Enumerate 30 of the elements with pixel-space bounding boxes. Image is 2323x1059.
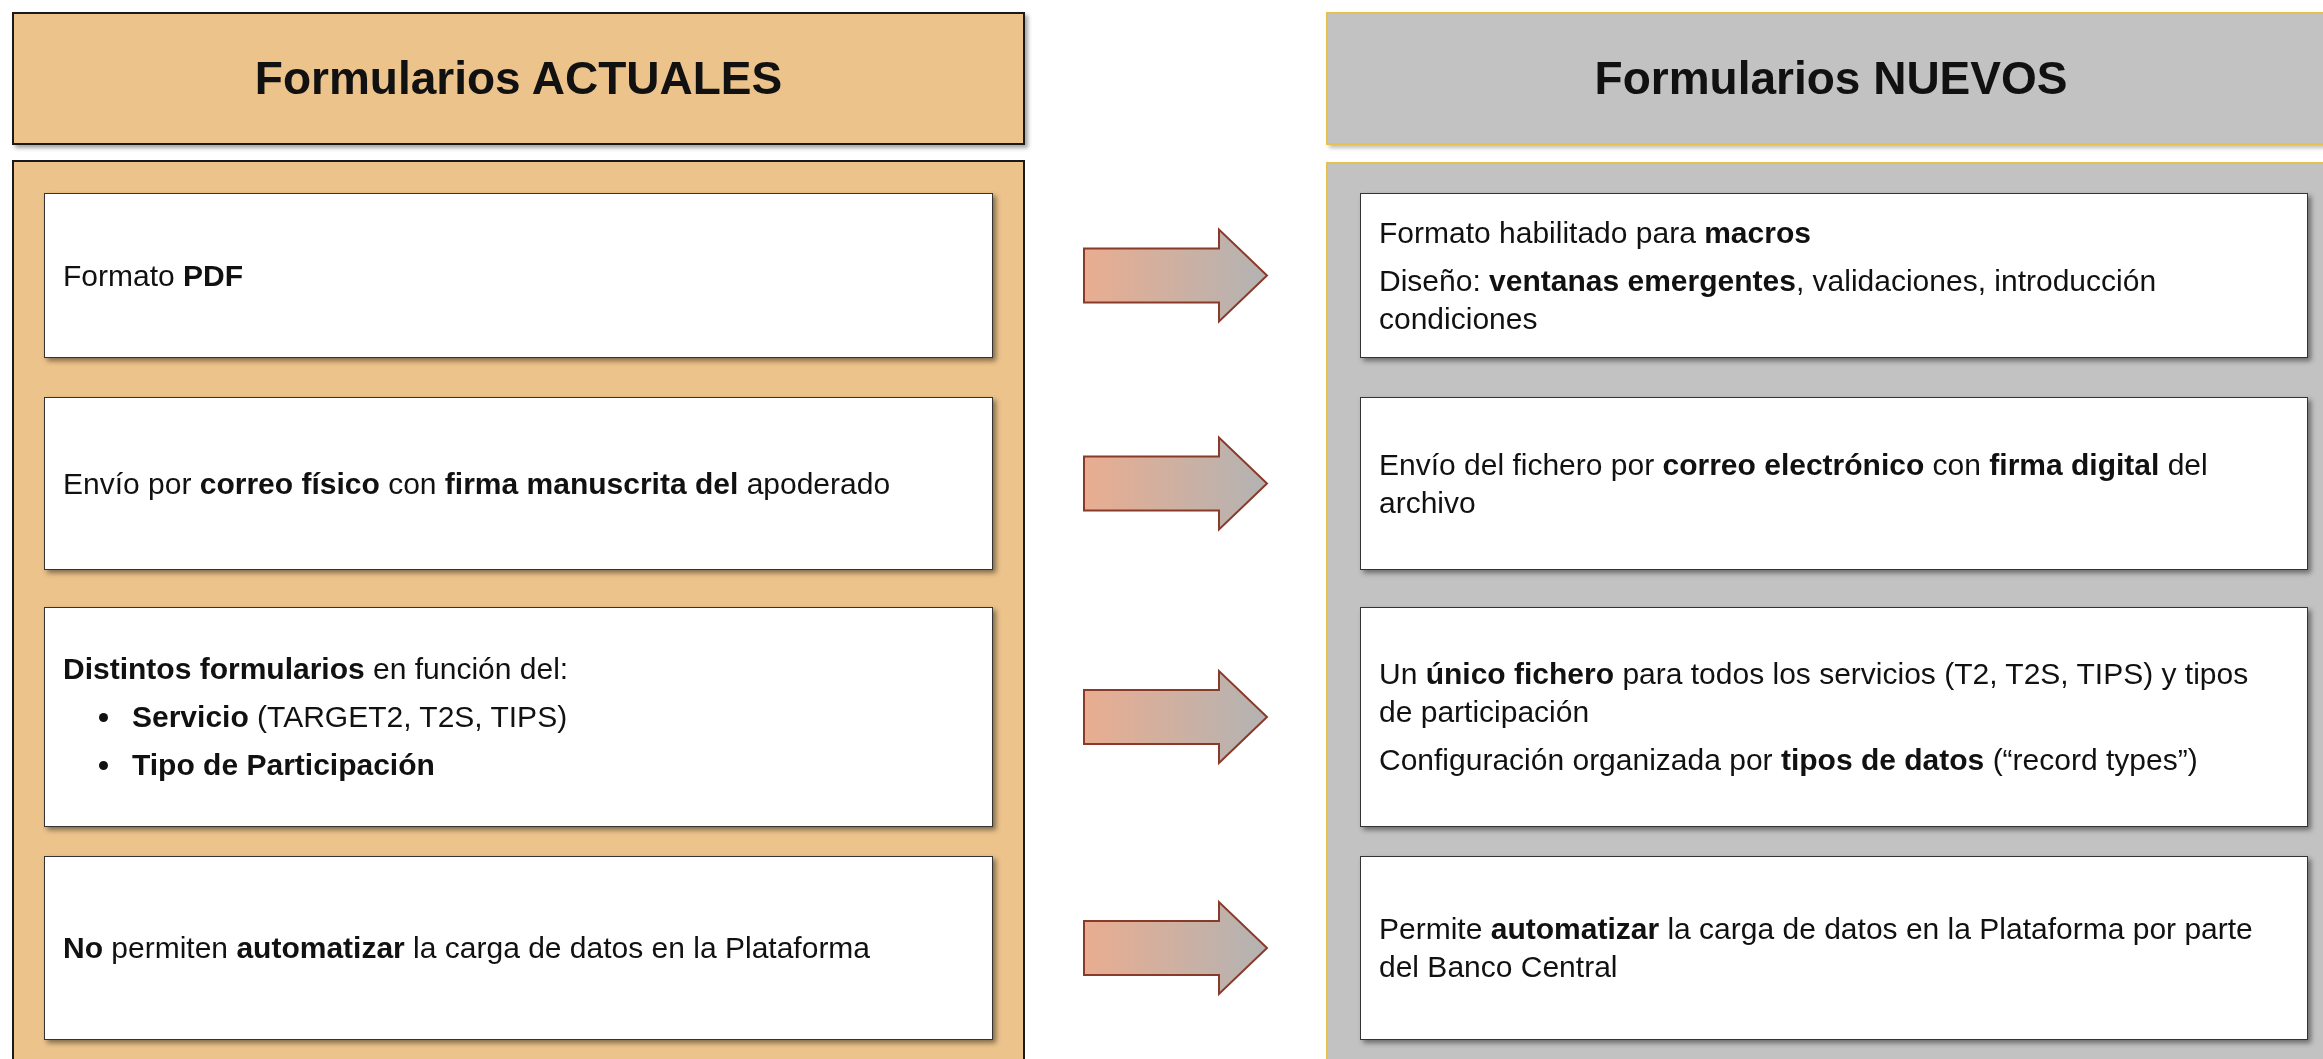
text-box [1360, 856, 2308, 1040]
list-item: Tipo de Participación [132, 747, 435, 783]
box-text: Distintos formularios en función del: [63, 651, 570, 687]
header-title: Formularios NUEVOS [1594, 51, 2068, 106]
text-box [1360, 607, 2308, 827]
block-arrow [1083, 668, 1269, 766]
header-title: Formularios ACTUALES [254, 51, 783, 106]
block-arrow [1083, 227, 1269, 324]
text-box [44, 193, 993, 358]
text-box [44, 397, 993, 570]
list-item: Servicio (TARGET2, T2S, TIPS) [132, 699, 568, 735]
box-text: No permiten automatizar la carga de datos en la Plataforma [63, 930, 872, 966]
panel-background [1326, 162, 2323, 1059]
header-box [12, 12, 1025, 145]
box-text: Formato PDF [63, 257, 245, 294]
header-box [1326, 12, 2323, 145]
box-text: Formato habilitado para macros [1379, 214, 1812, 251]
block-arrow [1083, 899, 1269, 997]
text-box [1360, 193, 2308, 358]
block-arrow [1083, 435, 1269, 532]
box-text: Diseño: ventanas emergentes, validaciones, introducción condiciones [1379, 262, 2158, 337]
panel-background [12, 160, 1025, 1059]
text-box [44, 856, 993, 1040]
box-text: Permite automatizar la carga de datos en la Plataforma por parte del Banco Central [1379, 911, 2254, 985]
box-text: Envío por correo físico con firma manuscrita del apoderado [63, 465, 892, 502]
box-text: Un único fichero para todos los servicios (T2, T2S, TIPS) y tipos de participación [1379, 656, 2250, 730]
text-box [1360, 397, 2308, 570]
text-box [44, 607, 993, 827]
box-text: Envío del fichero por correo electrónico con firma digital del archivo [1379, 446, 2209, 521]
box-text: Configuración organizada por tipos de datos (“record types”) [1379, 742, 2199, 778]
